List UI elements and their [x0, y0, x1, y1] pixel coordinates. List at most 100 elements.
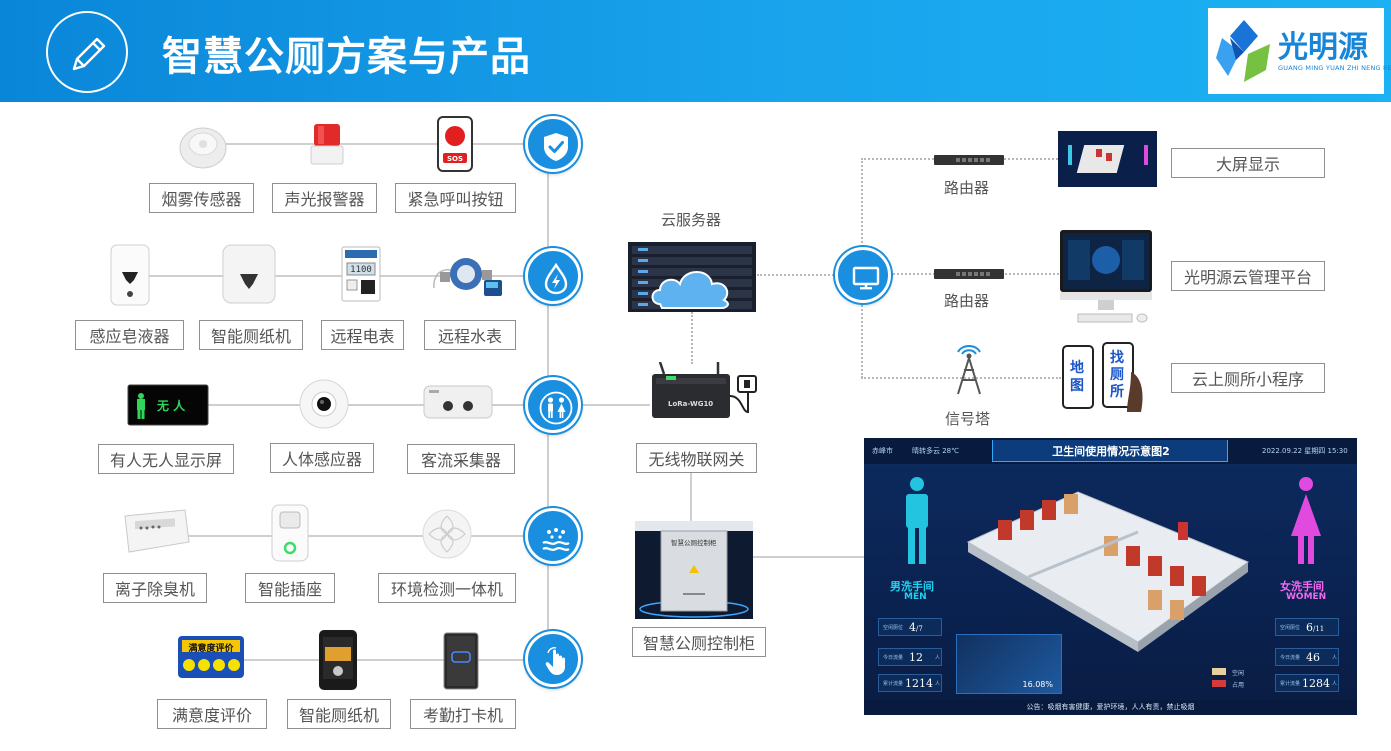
row-line-4: [160, 535, 550, 537]
women-today-unit: 人: [1332, 655, 1338, 661]
brand-mark-icon: [1216, 20, 1270, 82]
women-cumulative-key: 累计流量: [1280, 681, 1301, 687]
women-cumulative-value: 1284: [1302, 677, 1330, 690]
row-line-1: [200, 143, 550, 145]
paper-towel-label-1: 智能厕纸机: [199, 320, 303, 350]
dashboard-weather: 晴转多云 28℃: [912, 447, 959, 455]
smart-socket-icon: [271, 504, 309, 566]
soap-dispenser-label: 感应皂液器: [75, 320, 184, 350]
security-category[interactable]: [525, 116, 581, 172]
spine-gateway-line: [580, 404, 650, 406]
alarm-icon: [308, 120, 346, 172]
flow-counter-label: 客流采集器: [407, 444, 515, 474]
men-cumulative-key: 累计流量: [883, 681, 904, 687]
signal-tower-text: 信号塔: [945, 410, 991, 428]
branch-bottom-dotted-line: [861, 377, 1061, 379]
power-meter-icon: 1100: [341, 246, 381, 306]
flow-counter-icon: [423, 385, 493, 425]
paper-towel-dispenser-icon: [222, 244, 276, 308]
legend-vacant-text: 空闲: [1232, 670, 1245, 677]
touch-hand-icon: [545, 647, 565, 675]
legend-occupied-swatch: [1212, 680, 1226, 687]
row-line-2: [130, 275, 550, 277]
control-cabinet-label: 智慧公厕控制柜: [632, 627, 766, 657]
women-vacant-value: 6/11: [1306, 621, 1325, 634]
legend-occupied-text: 占用: [1232, 682, 1245, 689]
header-banner: 智慧公厕方案与产品 光明源 GUANG MING YUAN ZHI NENG K…: [0, 0, 1391, 102]
sos-button-label: 紧急呼叫按钮: [395, 183, 516, 213]
women-today-value: 46: [1306, 651, 1320, 664]
floor-plan-diagram: [966, 491, 1250, 652]
women-today-key: 今日流量: [1280, 655, 1301, 661]
cloud-hub-dotted-line: [757, 274, 837, 276]
env-monitor-label: 环境检测一体机: [378, 573, 516, 603]
people-category[interactable]: [525, 377, 581, 433]
men-figure-icon: [906, 477, 928, 564]
men-today-key: 今日流量: [883, 655, 904, 661]
men-cumulative-value: 1214: [905, 677, 933, 690]
usage-dashboard: 赤峰市 晴转多云 28℃ 卫生间使用情况示意图2 2022.09.22 星期四 …: [864, 438, 1357, 715]
cloud-server-text: 云服务器: [661, 211, 722, 229]
big-screen-label: 大屏显示: [1171, 148, 1325, 178]
women-today-stat: 今日流量 46 人: [1275, 648, 1339, 666]
paper-towel-label-2: 智能厕纸机: [287, 699, 391, 729]
power-meter-label: 远程电表: [321, 320, 404, 350]
dashboard-title-bar: 卫生间使用情况示意图2: [992, 440, 1228, 462]
brand-name: 光明源: [1278, 30, 1368, 65]
smoke-sensor-label: 烟雾传感器: [149, 183, 254, 213]
deodorizer-label: 离子除臭机: [103, 573, 207, 603]
satisfaction-terminal-icon: 满意度评价: [177, 635, 245, 683]
men-vacant-stat: 空闲厕位 4/7: [878, 618, 942, 636]
smoke-sensor-icon: [178, 120, 228, 174]
gateway-icon: LoRa-WG10: [646, 361, 758, 434]
dashboard-footer: 公告：吸烟有害健康，爱护环境，人人有责，禁止吸烟: [864, 700, 1357, 715]
occupancy-display-icon: 无 人: [127, 384, 209, 430]
resource-category[interactable]: [525, 248, 581, 304]
video-thumbnail: 16.08%: [956, 634, 1062, 694]
cabinet-dashboard-line: [752, 556, 864, 558]
phone-map-icon: 地图: [1062, 345, 1094, 413]
page-title: 智慧公厕方案与产品: [162, 34, 531, 80]
cloud-platform-monitor: [1058, 230, 1154, 330]
phone-find-icon: 找厕所: [1101, 342, 1147, 418]
row-line-3: [165, 404, 550, 406]
women-cumulative-unit: 人: [1332, 681, 1338, 687]
attendance-label: 考勤打卡机: [410, 699, 516, 729]
deodorizer-icon: [123, 508, 191, 558]
sos-text: SOS: [446, 155, 464, 163]
men-label-en: MEN: [904, 592, 927, 602]
paper-towel-screen-icon: [318, 629, 358, 695]
dashboard-datetime: 2022.09.22 星期四 15:30: [1262, 447, 1348, 455]
service-category[interactable]: [525, 631, 581, 687]
men-vacant-key: 空闲厕位: [883, 625, 904, 631]
body-sensor-label: 人体感应器: [270, 443, 374, 473]
shield-check-icon: [544, 133, 568, 161]
water-meter-label: 远程水表: [424, 320, 516, 350]
router-icon-1: [934, 152, 1004, 171]
attendance-machine-icon: [443, 632, 479, 694]
cloud-server-icon: [628, 242, 756, 316]
women-vacant-key: 空闲厕位: [1280, 625, 1301, 631]
control-cabinet-icon: 智慧公厕控制柜: [635, 521, 753, 623]
men-label-cn: 男洗手间: [890, 580, 934, 593]
phone-map-text: 地图: [1070, 360, 1084, 394]
men-cumulative-stat: 累计流量 1214 人: [878, 674, 942, 692]
brand-logo: 光明源 GUANG MING YUAN ZHI NENG KE JI: [1208, 8, 1391, 94]
environment-category[interactable]: [525, 508, 581, 564]
occupancy-text: 无 人: [157, 399, 186, 413]
signal-tower-icon: [950, 342, 988, 400]
men-today-stat: 今日流量 12 人: [878, 648, 942, 666]
occupancy-display-label: 有人无人显示屏: [98, 444, 234, 474]
gateway-model-text: LoRa-WG10: [668, 400, 714, 408]
mini-program-label: 云上厕所小程序: [1171, 363, 1325, 393]
men-today-value: 12: [909, 651, 923, 664]
network-hub-circle[interactable]: [835, 247, 891, 303]
dashboard-title: 卫生间使用情况示意图2: [1052, 445, 1170, 458]
gateway-cabinet-line: [690, 472, 692, 524]
women-label-en: WOMEN: [1286, 592, 1327, 602]
soap-dispenser-icon: [110, 244, 150, 310]
big-screen-thumbnail: [1058, 131, 1157, 191]
women-figure-icon: [1291, 477, 1321, 564]
men-today-unit: 人: [935, 655, 941, 661]
pencil-icon: [46, 11, 128, 93]
